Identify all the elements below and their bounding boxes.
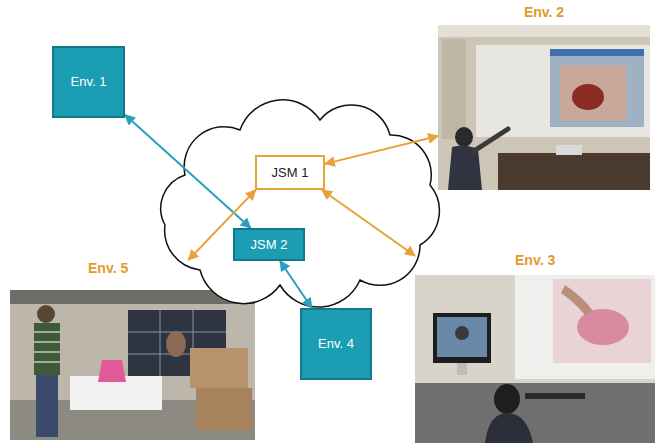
connector-arrow	[280, 261, 312, 308]
box-label: JSM 2	[251, 237, 288, 253]
jsm-box: JSM 1	[255, 155, 325, 190]
environment-label: Env. 2	[524, 4, 564, 21]
box-label: Env. 4	[318, 336, 354, 352]
env5-photo	[10, 290, 255, 440]
env2-photo	[438, 25, 650, 190]
box-label: Env. 1	[71, 74, 107, 90]
cloud-shape	[161, 100, 440, 307]
connector-arrow	[325, 136, 438, 164]
environment-label: Env. 3	[515, 252, 555, 269]
env-photo-frame: Env. 5	[10, 260, 255, 440]
env-box: Env. 4	[300, 308, 372, 380]
env-box: Env. 1	[52, 46, 125, 118]
box-label: JSM 1	[272, 165, 309, 181]
environment-label: Env. 5	[88, 260, 128, 277]
env-photo-frame: Env. 3	[415, 252, 655, 443]
jsm-box: JSM 2	[233, 228, 305, 261]
env3-photo	[415, 275, 655, 443]
connector-arrow	[322, 190, 415, 256]
connector-arrow	[125, 115, 251, 228]
env-photo-frame: Env. 2	[438, 4, 650, 190]
